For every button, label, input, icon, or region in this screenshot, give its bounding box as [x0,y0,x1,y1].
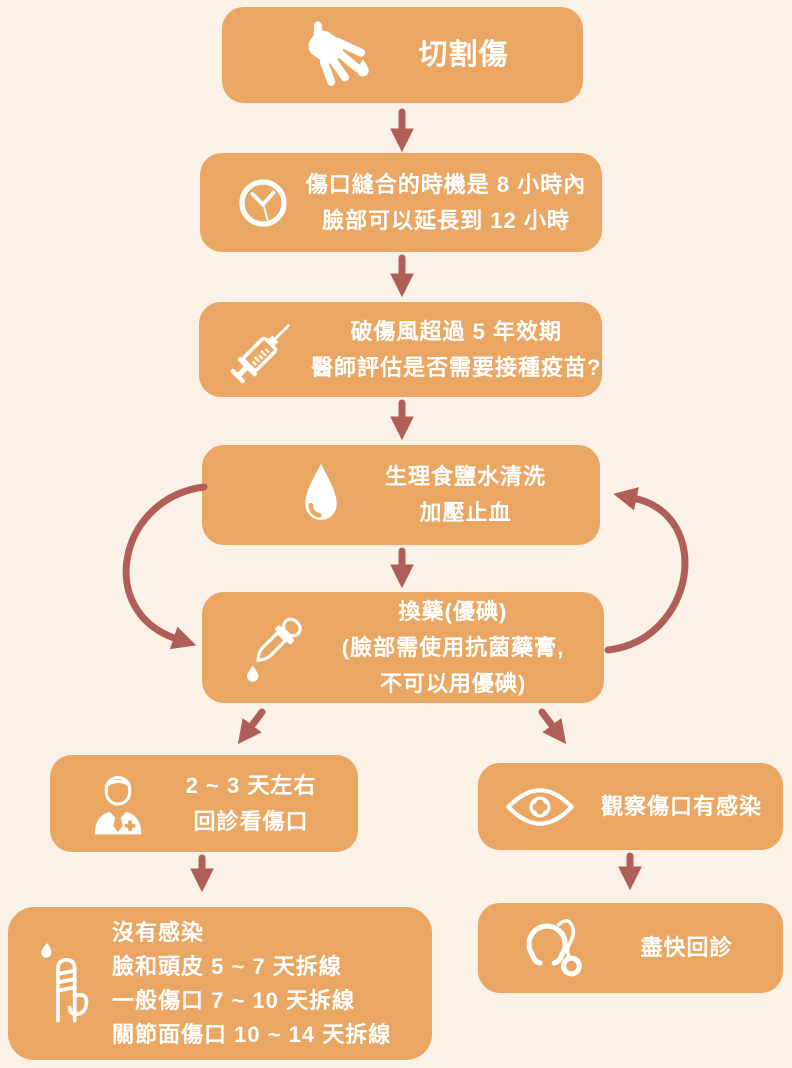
box-line: (臉部需使用抗菌藥膏, [341,634,565,660]
flow-step-wash-saline: 生理食鹽水清洗 加壓止血 [202,445,600,545]
clock-icon [236,176,290,230]
box-text: 破傷風超過 5 年效期 醫師評估是否需要接種疫苗? [311,314,601,386]
arrow-loop-right [604,487,689,654]
box-line: 臉和頭皮 5 ~ 7 天拆線 [112,953,342,979]
box-line: 臉部可以延長到 12 小時 [322,207,570,233]
doctor-icon [90,765,146,843]
box-line: 加壓止血 [419,500,512,525]
box-line: 生理食鹽水清洗 [384,464,546,489]
box-text: 傷口縫合的時機是 8 小時內 臉部可以延長到 12 小時 [304,167,588,239]
arrow-branch-left [237,708,266,745]
box-text: 生理食鹽水清洗 加壓止血 [355,459,576,531]
box-line: 沒有感染 [112,919,205,945]
box-line: 關節面傷口 10 ~ 14 天拆線 [112,1021,392,1047]
box-line: 盡快回診 [640,935,733,960]
box-line: 觀察傷口有感染 [600,793,762,819]
box-line: 一般傷口 7 ~ 10 天拆線 [112,987,356,1013]
stethoscope-icon [518,913,584,983]
arrow-branch-right [538,708,567,745]
box-text: 切割傷 [418,38,508,72]
box-line: 2 ~ 3 天左右 [185,772,317,798]
flow-step-return-asap: 盡快回診 [478,903,783,993]
box-line: 破傷風超過 5 年效期 [350,318,562,344]
hand-blood-drop-icon [296,21,376,89]
box-line: 醫師評估是否需要接種疫苗? [311,354,602,380]
box-text: 換藥(優碘) (臉部需使用抗菌藥膏, 不可以用優碘) [318,594,588,702]
arrow-loop-left [122,483,208,650]
dropper-icon [240,604,310,692]
box-line: 切割傷 [418,39,509,71]
syringe-icon [223,309,305,391]
box-line: 回診看傷口 [193,808,309,834]
eye-icon [504,786,576,828]
box-text: 2 ~ 3 天左右 回診看傷口 [156,768,346,840]
box-text: 觀察傷口有感染 [590,789,773,825]
flow-step-followup-2-3-days: 2 ~ 3 天左右 回診看傷口 [50,755,358,852]
flow-step-cut-wound: 切割傷 [222,7,583,103]
box-line: 換藥(優碘) [398,598,508,624]
flow-step-suture-timing: 傷口縫合的時機是 8 小時內 臉部可以延長到 12 小時 [200,153,602,252]
water-drop-icon [297,460,345,530]
box-line: 傷口縫合的時機是 8 小時內 [305,171,587,197]
box-text: 沒有感染 臉和頭皮 5 ~ 7 天拆線 一般傷口 7 ~ 10 天拆線 關節面傷… [112,916,424,1052]
flow-step-tetanus: 破傷風超過 5 年效期 醫師評估是否需要接種疫苗? [199,302,602,397]
bandaged-finger-icon [38,934,98,1034]
box-text: 盡快回診 [602,930,771,966]
box-line: 不可以用優碘) [379,670,527,696]
flow-step-dressing-change: 換藥(優碘) (臉部需使用抗菌藥膏, 不可以用優碘) [202,592,604,703]
flow-step-no-infection-suture-removal: 沒有感染 臉和頭皮 5 ~ 7 天拆線 一般傷口 7 ~ 10 天拆線 關節面傷… [8,907,432,1060]
flow-step-observe-infection: 觀察傷口有感染 [478,763,783,850]
